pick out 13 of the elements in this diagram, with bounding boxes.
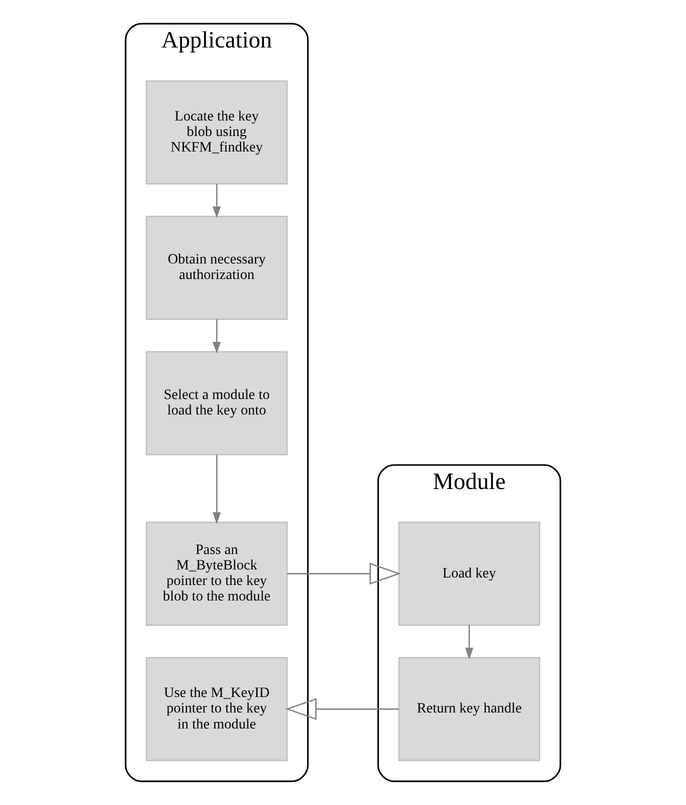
arrow [212, 184, 221, 218]
node-box: Obtain necessary authorization [146, 216, 288, 320]
arrow [287, 562, 401, 585]
node-box: Locate the key blob using NKFM_findkey [146, 80, 288, 184]
arrow [285, 698, 399, 720]
node-box: Return key handle [398, 656, 540, 762]
node-box: Pass an M_ByteBlock pointer to the key blob to the module [146, 522, 288, 626]
arrow [212, 319, 221, 354]
node-box: Load key [398, 522, 540, 626]
node-box: Use the M_KeyID pointer to the key in the module [146, 656, 288, 762]
node-box: Select a module to load the key onto [146, 351, 288, 456]
arrow [465, 625, 474, 660]
arrow [212, 454, 221, 524]
